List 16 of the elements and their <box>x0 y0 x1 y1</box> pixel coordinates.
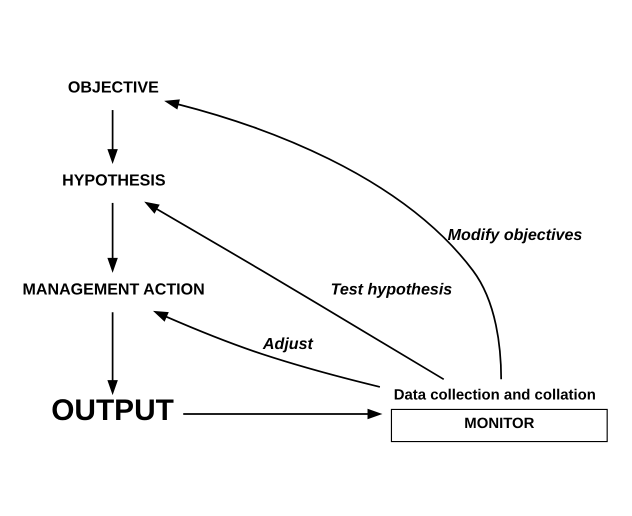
node-text: OUTPUT <box>51 394 174 427</box>
node-label: Data collection and collation <box>394 387 596 404</box>
arrow <box>144 201 444 380</box>
arrow <box>164 98 502 379</box>
node-text: MANAGEMENT ACTION <box>22 280 205 298</box>
arrow <box>107 202 118 272</box>
node-text: OBJECTIVE <box>68 78 159 96</box>
node-box: MONITOR <box>390 408 608 442</box>
arrow <box>153 310 380 388</box>
edge-label: Adjust <box>262 334 313 352</box>
edge-label: Modify objectives <box>448 225 582 244</box>
arrow <box>183 408 382 419</box>
edge-label: Test hypothesis <box>330 280 452 298</box>
node-text: HYPOTHESIS <box>62 170 166 189</box>
arrow <box>107 110 118 164</box>
arrow <box>107 312 118 395</box>
